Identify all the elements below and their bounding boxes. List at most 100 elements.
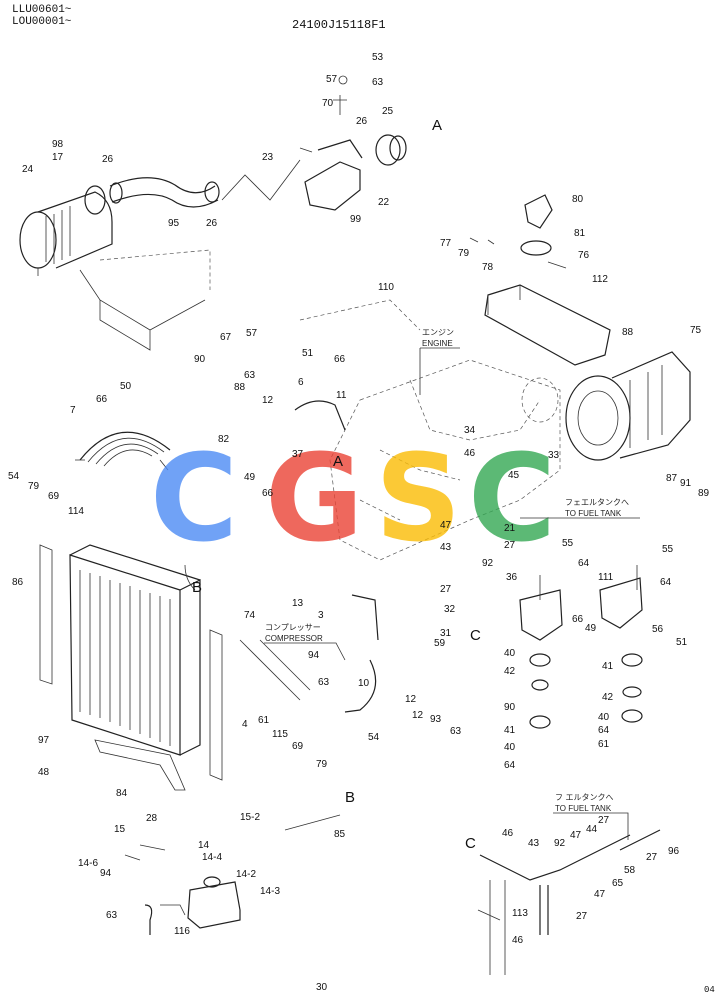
callout-number: 22 xyxy=(378,197,390,208)
callout-number: 98 xyxy=(52,139,64,150)
callout-number: 46 xyxy=(464,448,476,459)
callout-number: 24 xyxy=(22,164,34,175)
connector-letters: A A B B C C xyxy=(192,117,481,852)
engine-outline-drawing xyxy=(299,299,561,561)
intake-hose-drawing xyxy=(109,159,301,208)
callout-number: 116 xyxy=(174,926,190,937)
watermark-letter-c2: C xyxy=(468,430,556,569)
callout-number: 96 xyxy=(668,846,680,857)
callout-number: 92 xyxy=(482,558,494,569)
callout-number: 78 xyxy=(482,262,494,273)
annotation-compressor-jp: コンプレッサー xyxy=(265,623,321,632)
callout-number: 61 xyxy=(598,739,610,750)
callout-number: 59 xyxy=(434,638,446,649)
cgsc-watermark: C G S C xyxy=(150,430,556,569)
coolant-hoses-drawing xyxy=(239,400,379,713)
callout-number: 36 xyxy=(506,572,518,583)
callout-number: 113 xyxy=(512,908,528,919)
callout-number: 40 xyxy=(504,742,516,753)
callout-number: 21 xyxy=(504,523,516,534)
callout-number: 10 xyxy=(358,678,370,689)
callout-number: 57 xyxy=(246,328,258,339)
callout-number: 114 xyxy=(68,506,84,517)
callout-number: 15 xyxy=(114,824,126,835)
callout-number: 88 xyxy=(622,327,634,338)
callout-number: 57 xyxy=(326,74,338,85)
annotation-fuel-tank-2-en: TO FUEL TANK xyxy=(555,804,612,813)
callout-number: 63 xyxy=(372,77,384,88)
callout-number: 66 xyxy=(334,354,346,365)
callout-number: 41 xyxy=(602,661,614,672)
callout-number: 112 xyxy=(592,274,608,285)
callout-number: 32 xyxy=(444,604,456,615)
callout-number: 49 xyxy=(585,623,597,634)
callout-number: 69 xyxy=(292,741,304,752)
callout-number: 44 xyxy=(586,824,598,835)
callout-number: 115 xyxy=(272,729,288,740)
callout-number: 63 xyxy=(318,677,330,688)
callout-number: 94 xyxy=(308,650,320,661)
callout-number: 27 xyxy=(440,584,452,595)
intake-elbow-drawing xyxy=(299,75,407,211)
connector-b-radiator: B xyxy=(192,579,202,596)
annotation-fuel-tank-2-jp: フ エルタンクへ xyxy=(555,793,614,802)
callout-number: 92 xyxy=(554,838,566,849)
callout-number: 26 xyxy=(102,154,114,165)
callout-number: 30 xyxy=(316,982,328,993)
callout-number: 27 xyxy=(504,540,516,551)
callout-number: 47 xyxy=(440,520,452,531)
callout-number: 90 xyxy=(504,702,516,713)
callout-number: 34 xyxy=(464,425,476,436)
callout-number: 51 xyxy=(676,637,688,648)
callout-number: 77 xyxy=(440,238,452,249)
callout-number: 79 xyxy=(316,759,328,770)
callout-number: 95 xyxy=(168,218,180,229)
annotation-engine-jp: エンジン xyxy=(422,328,454,337)
engine-mounts-drawing xyxy=(519,565,643,729)
callout-number: 42 xyxy=(504,666,516,677)
callout-number: 27 xyxy=(576,911,588,922)
callout-number: 14 xyxy=(198,840,210,851)
callout-number: 56 xyxy=(652,624,664,635)
callout-number: 50 xyxy=(120,381,132,392)
callout-number: 81 xyxy=(574,228,586,239)
callout-number: 86 xyxy=(12,577,24,588)
callout-number: 15-2 xyxy=(240,812,260,823)
callout-number: 14-3 xyxy=(260,886,280,897)
serial-range-1: LLU00601~ xyxy=(12,4,72,16)
callout-number: 88 xyxy=(234,382,246,393)
callout-number: 43 xyxy=(528,838,540,849)
callout-number: 23 xyxy=(262,152,274,163)
callout-number: 25 xyxy=(382,106,394,117)
callout-number: 55 xyxy=(562,538,574,549)
serial-range-2: LOU00001~ xyxy=(12,16,72,28)
reserve-tank-drawing xyxy=(124,814,341,935)
callout-number: 64 xyxy=(660,577,672,588)
callout-number: 74 xyxy=(244,610,256,621)
callout-number: 84 xyxy=(116,788,128,799)
annotation-fuel-tank-1-en: TO FUEL TANK xyxy=(565,509,622,518)
callout-number: 99 xyxy=(350,214,362,225)
callout-number: 111 xyxy=(598,572,614,583)
annotation-to-fuel-tank-2: フ エルタンクへ TO FUEL TANK xyxy=(553,793,629,840)
callout-number: 4 xyxy=(242,719,248,730)
callout-number: 12 xyxy=(405,694,417,705)
callout-number: 79 xyxy=(458,248,470,259)
annotation-compressor: コンプレッサー COMPRESSOR xyxy=(264,623,346,661)
callout-number: 13 xyxy=(292,598,304,609)
air-cleaner-drawing xyxy=(19,185,211,351)
callout-number: 64 xyxy=(598,725,610,736)
callout-number: 90 xyxy=(194,354,206,365)
fuel-pipe-drawing xyxy=(477,829,661,975)
annotation-engine: エンジン ENGINE xyxy=(419,328,460,395)
callout-number: 64 xyxy=(504,760,516,771)
callout-number: 65 xyxy=(612,878,624,889)
callout-number: 54 xyxy=(8,471,20,482)
callout-number: 28 xyxy=(146,813,158,824)
callout-number: 6 xyxy=(298,377,304,388)
callout-number: 31 xyxy=(440,628,452,639)
muffler-drawing xyxy=(469,194,611,366)
callout-number: 75 xyxy=(690,325,702,336)
callout-number: 7 xyxy=(70,405,76,416)
